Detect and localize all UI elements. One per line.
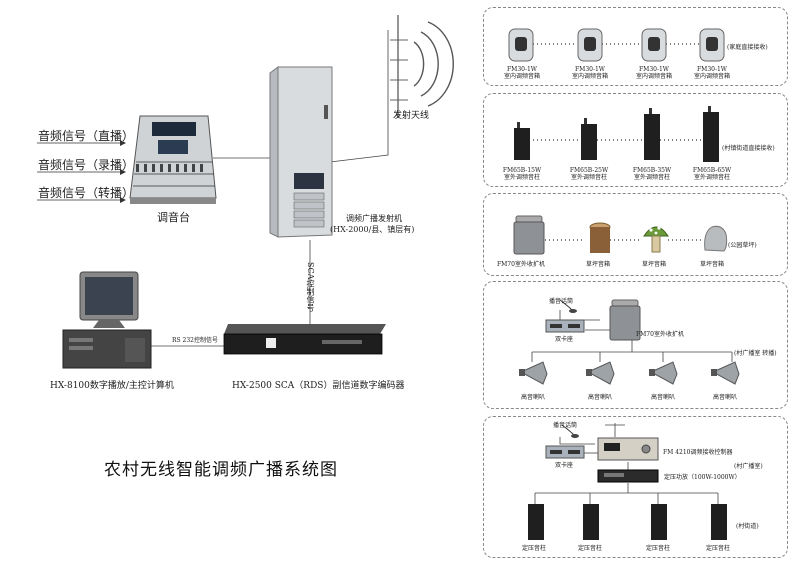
panel2-note: (村镇街道直接接收) [722,145,775,152]
cassette-player-icon [545,319,585,333]
mixer-label: 调音台 [157,211,190,224]
outdoor-amplifier-speaker-icon [513,215,545,255]
horn-speaker-icon-4 [711,361,740,385]
antenna-mast [390,15,408,118]
constant-voltage-column-icon-2 [583,504,599,540]
horn-speaker-icon-2 [586,361,615,385]
panel5-amp-label: 定压功放（100W-1000W） [664,474,741,481]
panel5-note: (村广播室) [734,463,763,470]
panel4-note: (村广播室 转播) [734,350,777,357]
panel4-mic-label: 播音话筒 [549,298,574,305]
antenna-feed-line [329,30,389,163]
radio-waves-icon [413,21,454,107]
panel-outdoor-columns [483,93,788,187]
encoder-label: HX-2500 SCA（RDS）副信道数字编码器 [232,381,405,391]
panel3-item-1-label: FM70室外收扩机 [497,261,545,268]
constant-voltage-column-icon-1 [528,504,544,540]
lawn-speaker-stump-icon [589,222,611,253]
horn-speaker-icon-1 [519,361,548,385]
input-arrow-2 [37,169,126,175]
transmitter-label: 调频广播发射机 [346,214,402,223]
computer-workstation-icon [62,271,152,369]
microphone-icon [559,299,577,313]
outdoor-column-speaker-icon-3 [644,108,660,160]
fm-transmitter-rack-icon [269,66,333,238]
horn-label-2: 高音喇叭 [588,394,613,401]
indoor-radio-speaker-icon-4 [699,28,725,62]
panel5-mic-label: 播音话筒 [553,422,578,429]
rs232-label: RS 232控制信号 [172,337,218,344]
cassette-player-icon [545,445,585,459]
panel4-player-label: 双卡座 [555,336,574,343]
panel-indoor-receivers [483,7,788,86]
outdoor-amplifier-icon [609,299,641,341]
panel3-item-3-label: 草坪音箱 [642,261,667,268]
power-amplifier-icon [597,469,659,483]
column-label-1: 定压音柱 [522,545,547,552]
horn-label-1: 高音喇叭 [521,394,546,401]
sca-control-label: SCA控制信号 [306,262,315,312]
input-arrow-3 [37,197,126,203]
computer-label: HX-8100数字播放/主控计算机 [50,381,174,391]
indoor-radio-speaker-icon-1 [508,28,534,62]
outdoor-column-speaker-icon-1 [514,122,530,160]
column-label-2: 定压音柱 [578,545,603,552]
constant-voltage-column-icon-4 [711,504,727,540]
sca-encoder-icon [223,324,386,355]
diagram-title: 农村无线智能调频广播系统图 [104,460,338,480]
panel5-wiring [534,423,719,505]
panel1-note: (家庭直接接收) [727,44,768,51]
horn-speaker-icon-3 [649,361,678,385]
input-label-live: 音频信号（直播） [38,129,135,143]
panel4-amp-label: FM70室外收扩机 [636,331,684,338]
column-label-3: 定压音柱 [646,545,671,552]
panel5-receiver-label: FM 4210调频接收控制器 [663,449,733,456]
panel-village-broadcast-room [483,416,788,558]
horn-label-3: 高音喇叭 [651,394,676,401]
panel3-item-4-label: 草坪音箱 [700,261,725,268]
horn-label-4: 高音喇叭 [713,394,738,401]
panel5-player-label: 双卡座 [555,462,574,469]
outdoor-column-speaker-icon-2 [581,118,597,160]
panel3-item-2-label: 草坪音箱 [586,261,611,268]
panel3-note: (公园草坪) [728,242,757,249]
antenna-label: 发射天线 [393,111,430,121]
transmitter-model-label: (HX-2000/县、镇层有) [330,225,415,234]
input-arrow-1 [37,140,126,146]
constant-voltage-column-icon-3 [651,504,667,540]
microphone-icon [561,424,579,438]
indoor-radio-speaker-icon-3 [641,28,667,62]
indoor-radio-speaker-icon-2 [577,28,603,62]
panel5-street-note: (村街道) [736,523,759,530]
mixer-console-icon [129,115,217,204]
lawn-speaker-mushroom-icon [643,226,669,253]
outdoor-column-speaker-icon-4 [703,106,719,162]
panel-lawn-speakers [483,193,788,276]
panel-village-relay [483,281,788,409]
column-label-4: 定压音柱 [706,545,731,552]
lawn-speaker-rock-icon [704,225,728,252]
input-label-relay: 音频信号（转播） [38,186,135,200]
input-label-recorded: 音频信号（录播） [38,158,135,172]
fm-receiver-controller-icon [597,437,659,461]
